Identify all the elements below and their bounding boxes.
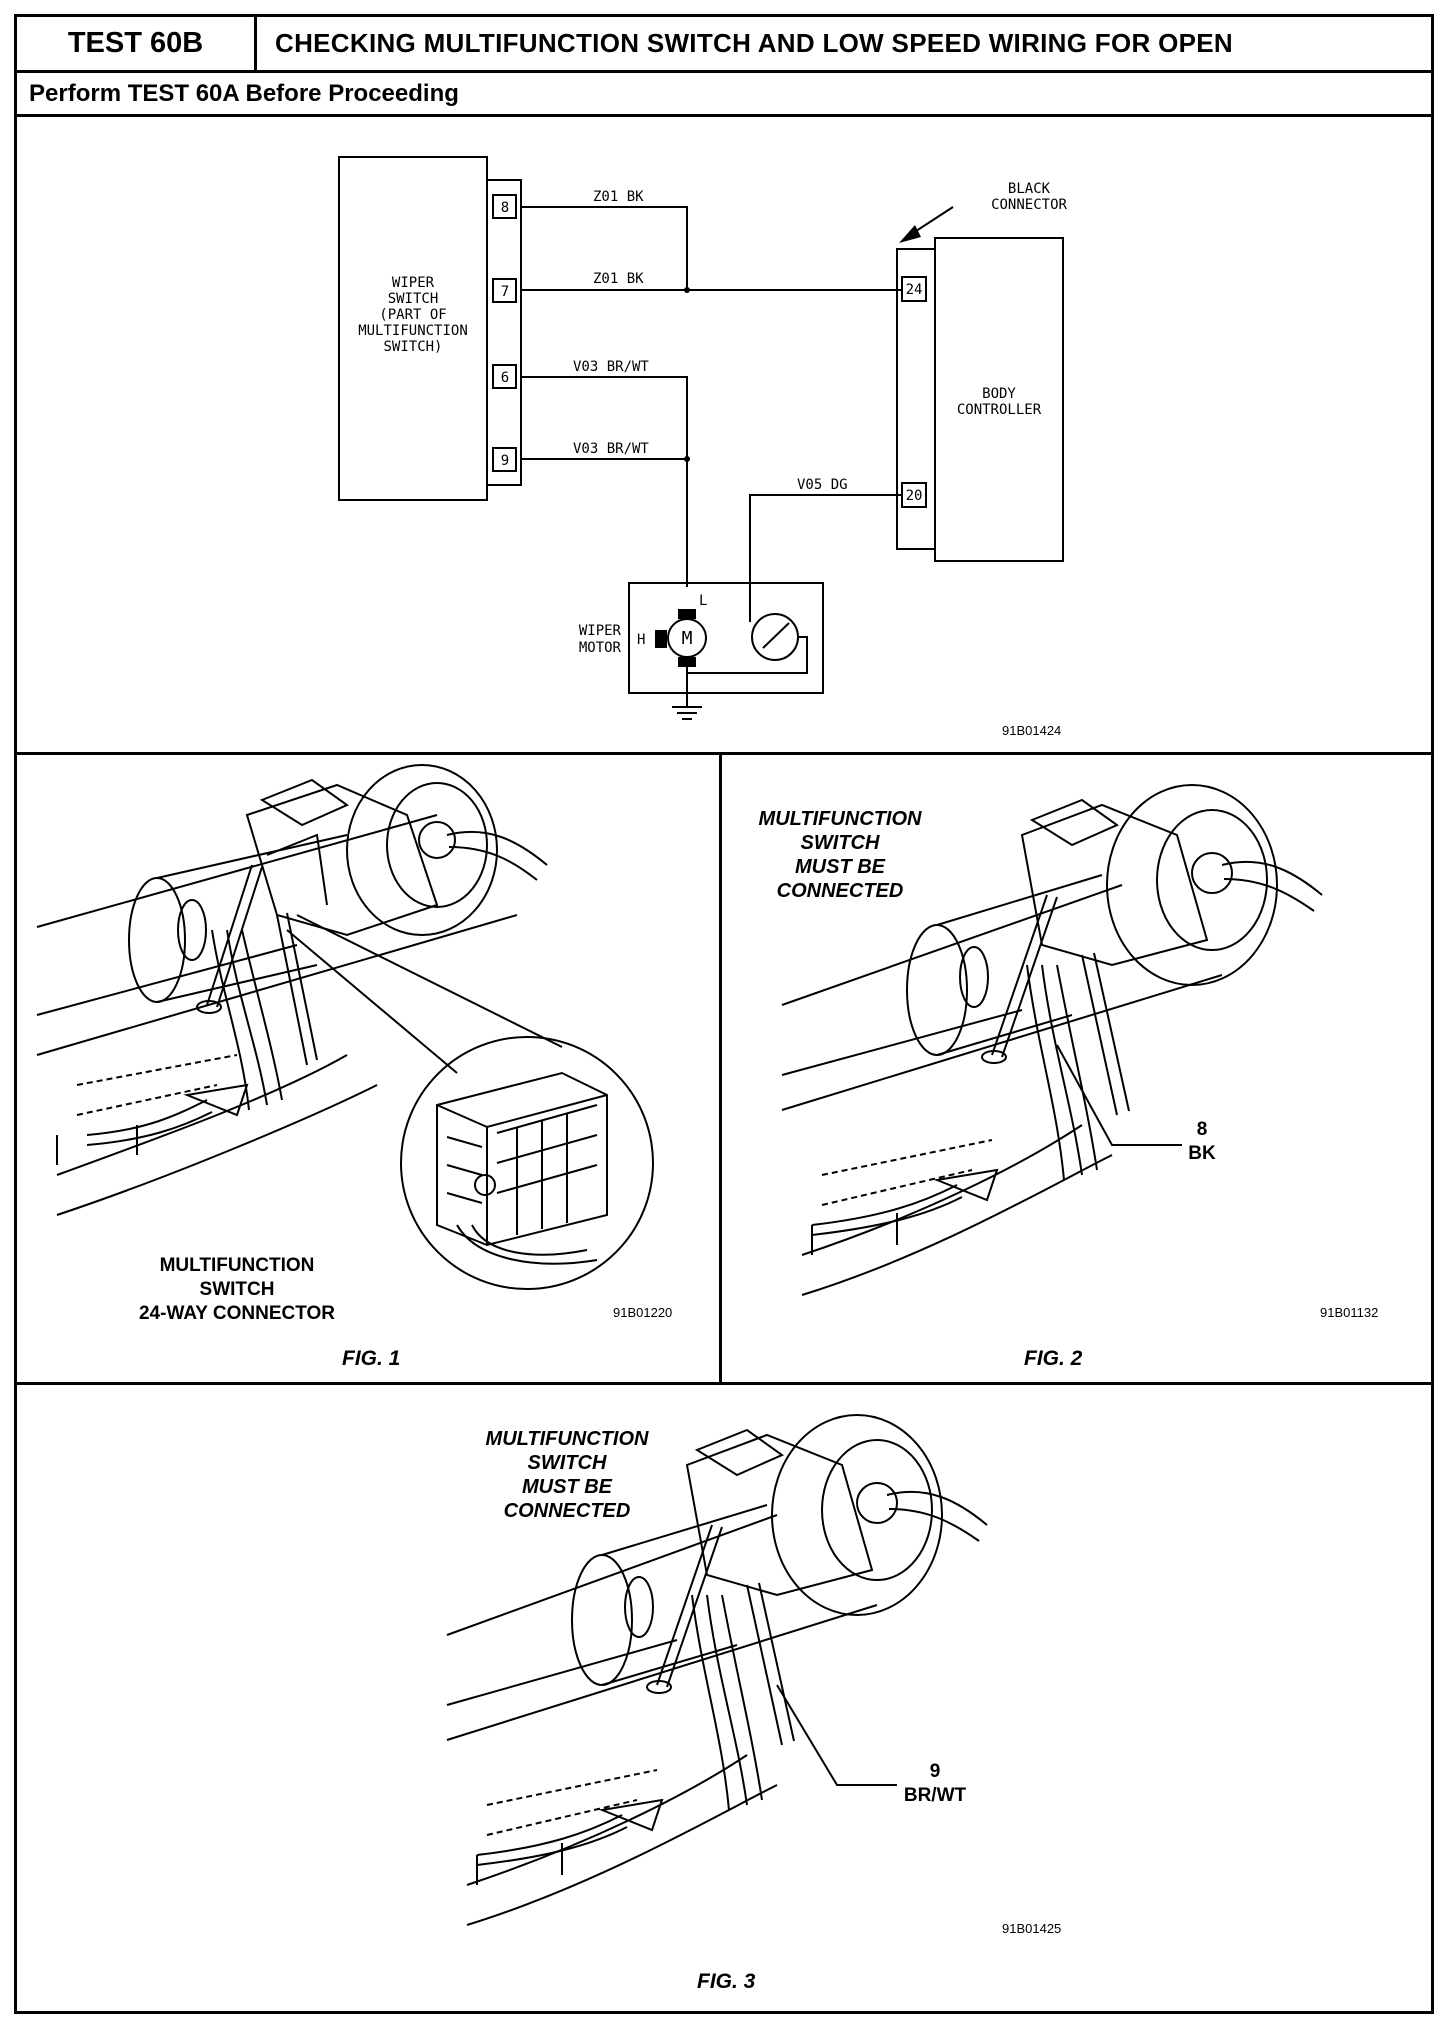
svg-text:SWITCH: SWITCH [388,291,439,307]
fig3-illustration: MULTIFUNCTION SWITCH MUST BE CONNECTED 9… [446,1414,1061,1993]
fig2-leader-line [1056,1044,1182,1146]
fig1-illustration: MULTIFUNCTION SWITCH 24-WAY CONNECTOR 91… [36,764,672,1370]
fig2-pin: 8 [1197,1119,1208,1140]
fig3-note: MULTIFUNCTION [486,1428,649,1450]
pin-box-9 [492,447,517,472]
svg-text:CONTROLLER: CONTROLLER [957,402,1042,418]
svg-text:MUST BE: MUST BE [522,1476,613,1498]
motor-symbol: M [682,628,693,649]
wire-label-pin7: Z01 BK [593,271,644,287]
wiring-schematic: WIPER SWITCH (PART OF MULTIFUNCTION SWIT… [338,156,1068,738]
fig2-wire: BK [1188,1143,1216,1164]
svg-text:CONNECTED: CONNECTED [777,880,904,902]
fig1-panel: MULTIFUNCTION SWITCH 24-WAY CONNECTOR 91… [17,755,722,1385]
pin-label-9: 9 [501,453,509,469]
controller-pin-20: 20 [906,488,923,504]
fig2-panel: MULTIFUNCTION SWITCH MUST BE CONNECTED 8… [722,755,1431,1385]
svg-text:CONNECTOR: CONNECTOR [991,197,1067,213]
svg-text:MOTOR: MOTOR [579,640,622,656]
fig2-code: 91B01132 [1320,1305,1378,1320]
fig1-code: 91B01220 [613,1305,672,1320]
pin-box-8 [492,194,517,219]
test-id: TEST 60B [17,17,257,70]
terminal-h: H [637,632,645,648]
wire-v05 [749,494,902,622]
prerequisite-text: Perform TEST 60A Before Proceeding [29,79,459,107]
pin-label-6: 6 [501,370,509,386]
wire-label-pin8: Z01 BK [593,189,644,205]
controller-pin-24: 24 [906,282,923,298]
svg-text:MULTIFUNCTION: MULTIFUNCTION [358,323,468,339]
test-title: CHECKING MULTIFUNCTION SWITCH AND LOW SP… [275,28,1233,58]
fig2-note: MULTIFUNCTION [759,808,922,830]
test-sheet: TEST 60B CHECKING MULTIFUNCTION SWITCH A… [14,14,1434,2014]
terminal-l: L [699,593,707,609]
motor-label: WIPER [579,623,622,639]
pin-box-7 [492,278,517,303]
wiring-schematic-panel: WIPER SWITCH (PART OF MULTIFUNCTION SWIT… [17,117,1431,755]
fig3-wire: BR/WT [904,1785,967,1806]
connector-label: BLACK [1008,181,1051,197]
schematic-code: 91B01424 [1002,723,1061,738]
fig3-leader-line [776,1684,897,1786]
connector-arrow [912,206,954,234]
pin-label-7: 7 [501,284,509,300]
steering-column-fig1 [36,764,654,1290]
fig3-pin: 9 [930,1761,941,1782]
svg-text:SWITCH: SWITCH [200,1279,275,1300]
brush-high [655,630,667,648]
svg-text:SWITCH): SWITCH) [383,339,442,355]
svg-text:SWITCH: SWITCH [801,832,880,854]
pin-box-6 [492,364,517,389]
splice-dot-2 [684,456,690,462]
connector-arrow-head [899,225,921,243]
wire-label-pin6: V03 BR/WT [573,359,649,375]
wire-pin6 [521,376,688,459]
brush-low [678,609,696,619]
title-row: TEST 60B CHECKING MULTIFUNCTION SWITCH A… [17,17,1431,73]
wiper-motor-box [628,582,824,694]
steering-column-fig3 [446,1414,988,1926]
svg-text:MUST BE: MUST BE [795,856,886,878]
splice-dot-1 [684,287,690,293]
park-switch-contact [762,622,790,649]
fig3-caption: FIG. 3 [697,1970,756,1993]
fig1-caption: FIG. 1 [342,1347,400,1370]
controller-label: BODY [982,386,1016,402]
wiper-switch-connector [486,179,522,486]
svg-text:24-WAY CONNECTOR: 24-WAY CONNECTOR [139,1303,335,1324]
fig2-caption: FIG. 2 [1024,1347,1083,1370]
pin-label-8: 8 [501,200,509,216]
fig3-panel: MULTIFUNCTION SWITCH MUST BE CONNECTED 9… [17,1385,1431,2011]
svg-text:(PART OF: (PART OF [379,307,446,323]
wire-pin8 [521,206,688,290]
steering-column-fig2 [781,784,1323,1296]
prerequisite-row: Perform TEST 60A Before Proceeding [17,73,1431,117]
svg-text:SWITCH: SWITCH [528,1452,607,1474]
fig2-illustration: MULTIFUNCTION SWITCH MUST BE CONNECTED 8… [759,784,1378,1370]
wire-label-pin9: V03 BR/WT [573,441,649,457]
fig1-label: MULTIFUNCTION [160,1255,315,1276]
fig3-code: 91B01425 [1002,1921,1061,1936]
park-switch-return [687,636,808,674]
wiper-switch-label: WIPER [392,275,435,291]
wire-label-v05: V05 DG [797,477,848,493]
black-connector [896,248,936,550]
brush-common [678,657,696,667]
svg-text:CONNECTED: CONNECTED [504,1500,631,1522]
